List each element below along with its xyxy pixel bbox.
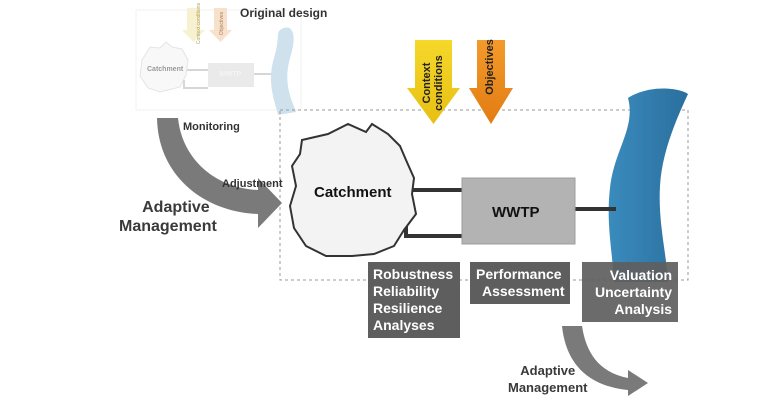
valuation-box: Valuation Uncertainty Analysis <box>582 262 678 322</box>
original-design-group <box>135 8 302 115</box>
wwtp-label: WWTP <box>492 204 540 221</box>
performance-line2: Assessment <box>482 283 565 299</box>
wwtp-box <box>461 177 576 245</box>
context-label-line2: conditions <box>433 55 445 111</box>
adaptive-left-line1: Adaptive <box>142 199 210 216</box>
valuation-line2: Uncertainty <box>594 284 672 300</box>
bottom-adaptive-arrow <box>562 326 648 396</box>
valuation-line1: Valuation <box>609 267 672 283</box>
river <box>608 88 688 282</box>
adaptive-management-left: Adaptive Management <box>119 198 217 236</box>
robustness-line3: Resilience <box>373 300 443 316</box>
objectives-arrow <box>469 40 513 124</box>
original-design-title: Original design <box>240 6 328 20</box>
monitoring-adjustment-arrow <box>157 118 282 228</box>
valuation-line3: Analysis <box>614 301 672 317</box>
adaptive-management-bottom: Adaptive Management <box>508 362 587 396</box>
adaptive-left-line2: Management <box>119 218 217 235</box>
original-catchment-shape <box>139 41 189 93</box>
robustness-line1: Robustness <box>373 266 454 282</box>
original-catchment-label: Catchment <box>147 66 184 73</box>
objectives-label: Objectives <box>484 39 496 95</box>
original-wwtp-label: WWTP <box>219 71 242 78</box>
adaptive-bottom-line1: Adaptive <box>520 363 576 378</box>
adaptive-bottom-line2: Management <box>508 380 588 395</box>
context-conditions-arrow <box>407 40 460 124</box>
robustness-line4: Analyses <box>373 317 435 333</box>
context-label-line1: Context <box>421 62 433 104</box>
original-river <box>270 27 296 115</box>
robustness-box: Robustness Reliability Resilience Analys… <box>368 262 460 338</box>
original-context-label: Context conditions <box>196 2 203 45</box>
catchment-label: Catchment <box>314 184 392 201</box>
adjustment-label: Adjustment <box>222 178 283 190</box>
original-connector-bottom <box>183 80 208 89</box>
original-objectives-label: Objectives <box>219 11 226 36</box>
context-conditions-label: Context conditions <box>421 53 447 113</box>
performance-line1: Performance <box>476 266 562 282</box>
original-objectives-arrow <box>209 8 232 42</box>
catchment-shape <box>288 122 418 257</box>
performance-box: Performance Assessment <box>470 262 570 304</box>
monitoring-label: Monitoring <box>183 121 240 133</box>
robustness-line2: Reliability <box>373 283 440 299</box>
original-context-arrow <box>182 8 205 42</box>
original-wwtp-box <box>208 63 254 87</box>
